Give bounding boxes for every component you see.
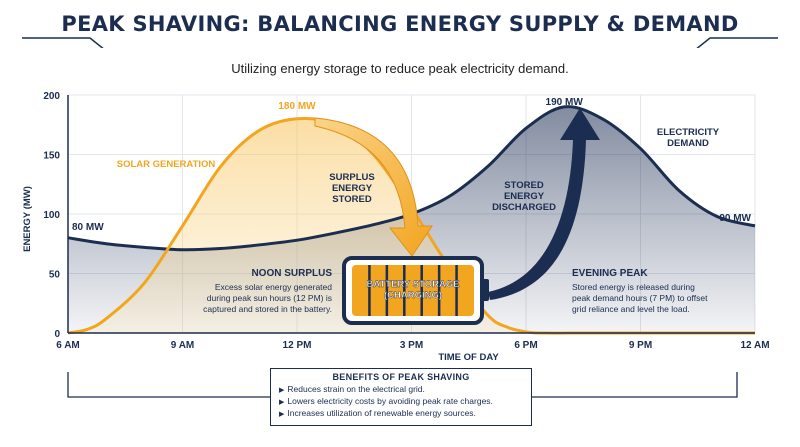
x-tick-label: 9 PM bbox=[629, 340, 652, 351]
benefit-item: ▶Reduces strain on the electrical grid. bbox=[279, 384, 523, 396]
noon-surplus-title: NOON SURPLUS bbox=[251, 268, 332, 279]
x-tick-label: 3 PM bbox=[400, 340, 423, 351]
benefits-box: BENEFITS OF PEAK SHAVING ▶Reduces strain… bbox=[270, 368, 532, 426]
triangle-bullet-icon: ▶ bbox=[279, 399, 285, 406]
x-axis-title: TIME OF DAY bbox=[438, 352, 499, 363]
data-label-80mw: 80 MW bbox=[72, 222, 104, 233]
y-tick-label: 150 bbox=[43, 151, 60, 162]
bottom-bracket bbox=[67, 372, 270, 398]
benefit-item: ▶Increases utilization of renewable ener… bbox=[279, 408, 523, 420]
benefit-text: Lowers electricity costs by avoiding pea… bbox=[287, 396, 493, 406]
x-tick-label: 12 PM bbox=[283, 340, 312, 351]
annotations: 80 MW 180 MW 190 MW 90 MW SOLAR GENERATION EL… bbox=[72, 97, 752, 314]
battery-label: BATTERY STORAGE(CHARGING) bbox=[366, 279, 459, 301]
triangle-bullet-icon: ▶ bbox=[279, 411, 285, 418]
bottom-bracket-right bbox=[532, 372, 738, 398]
y-tick-label: 100 bbox=[43, 210, 60, 221]
x-tick-label: 12 AM bbox=[740, 340, 769, 351]
surplus-arrow bbox=[314, 117, 433, 257]
y-tick-label: 200 bbox=[43, 91, 60, 102]
evening-peak-title: EVENING PEAK bbox=[572, 268, 648, 279]
chart-axes bbox=[67, 95, 755, 334]
benefits-title: BENEFITS OF PEAK SHAVING bbox=[332, 372, 470, 382]
data-label-180mw: 180 MW bbox=[278, 101, 316, 112]
data-label-190mw: 190 MW bbox=[546, 97, 584, 108]
triangle-bullet-icon: ▶ bbox=[279, 387, 285, 394]
x-tick-label: 9 AM bbox=[171, 340, 195, 351]
page-subtitle: Utilizing energy storage to reduce peak … bbox=[231, 61, 569, 76]
x-tick-label: 6 PM bbox=[514, 340, 537, 351]
title-banner: PEAK SHAVING: BALANCING ENERGY SUPPLY & … bbox=[0, 8, 800, 48]
benefit-text: Reduces strain on the electrical grid. bbox=[287, 384, 425, 394]
discharge-arrow bbox=[488, 108, 600, 300]
benefit-item: ▶Lowers electricity costs by avoiding pe… bbox=[279, 396, 523, 408]
y-tick-label: 50 bbox=[49, 270, 61, 281]
y-axis-title: ENERGY (MW) bbox=[22, 186, 33, 252]
battery-icon bbox=[342, 256, 489, 325]
y-tick-label: 0 bbox=[54, 329, 60, 340]
title-frame bbox=[22, 37, 778, 48]
chart-ticks: 0 50 100 150 200 6 AM 9 AM 12 PM 3 PM 6 PM 9 PM 12 … bbox=[22, 91, 770, 363]
benefit-text: Increases utilization of renewable energ… bbox=[287, 408, 476, 418]
page-title: PEAK SHAVING: BALANCING ENERGY SUPPLY & … bbox=[61, 12, 739, 36]
legend-solar-generation: SOLAR GENERATION bbox=[117, 159, 216, 170]
x-tick-label: 6 AM bbox=[56, 340, 80, 351]
data-label-90mw: 90 MW bbox=[719, 213, 751, 224]
